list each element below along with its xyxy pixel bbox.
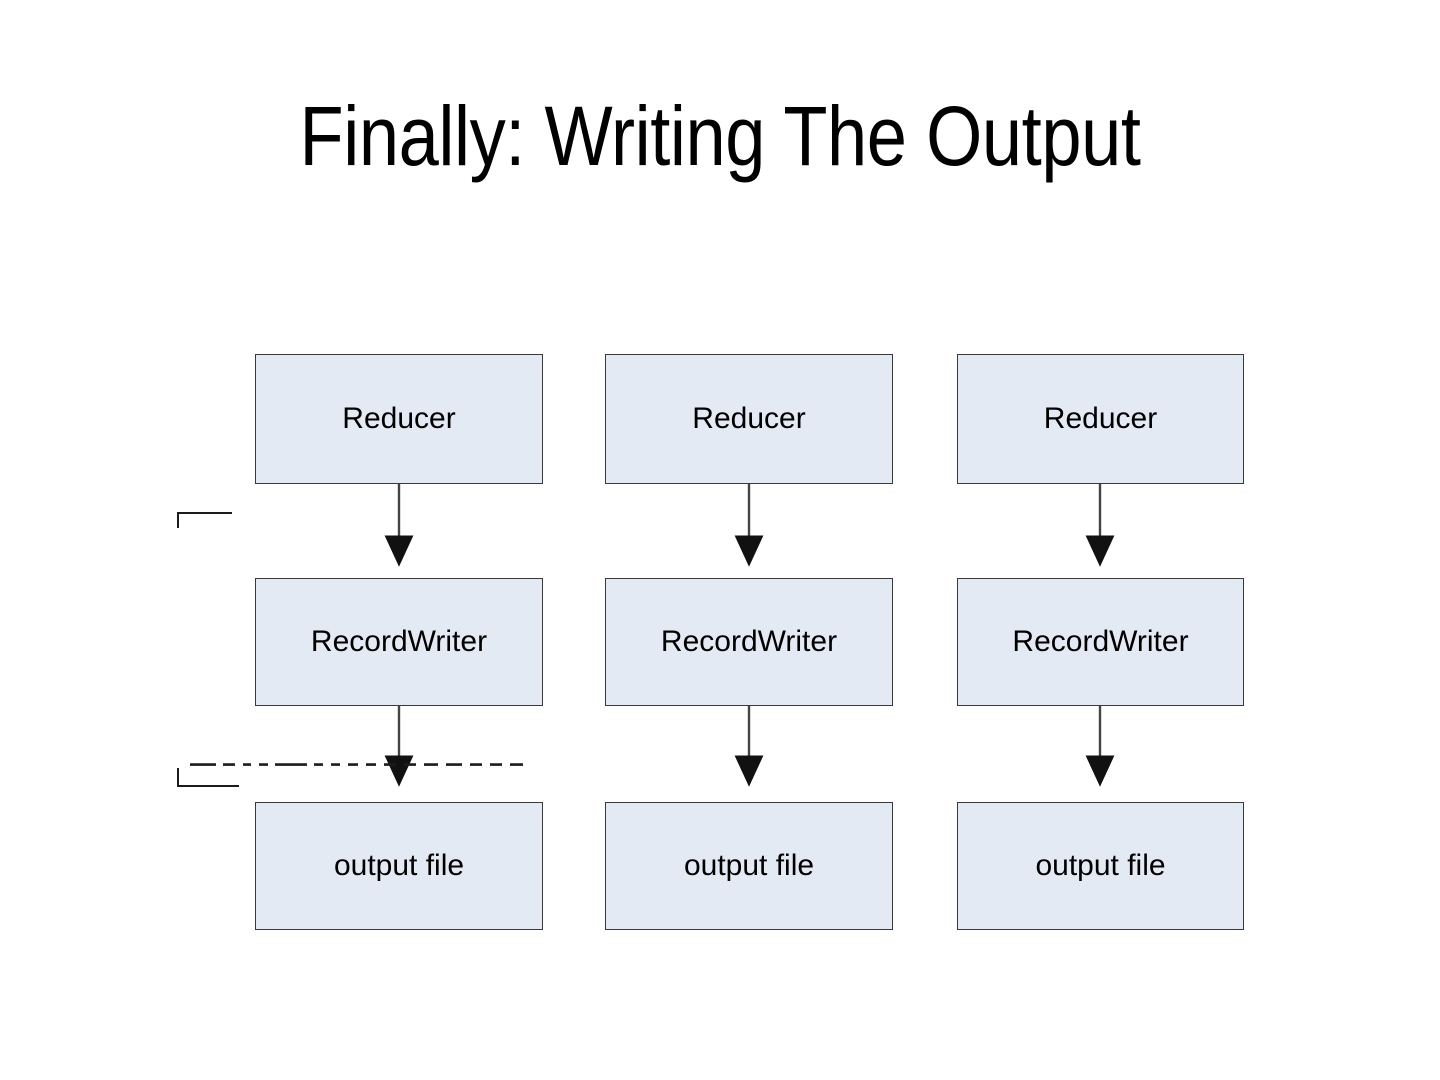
node-recordwriter-1[interactable]: RecordWriter bbox=[255, 578, 543, 706]
stray-dashed-stroke bbox=[190, 763, 523, 766]
node-outputfile-1[interactable]: output file bbox=[255, 802, 543, 930]
node-recordwriter-2[interactable]: RecordWriter bbox=[605, 578, 893, 706]
node-outputfile-3[interactable]: output file bbox=[957, 802, 1244, 930]
node-outputfile-2[interactable]: output file bbox=[605, 802, 893, 930]
stray-bracket-bottom-vertical bbox=[177, 768, 179, 787]
node-reducer-3[interactable]: Reducer bbox=[957, 354, 1244, 484]
node-recordwriter-3[interactable]: RecordWriter bbox=[957, 578, 1244, 706]
page-title: Finally: Writing The Output bbox=[299, 89, 1141, 183]
node-reducer-1[interactable]: Reducer bbox=[255, 354, 543, 484]
stray-bracket-top-horizontal bbox=[177, 512, 232, 514]
stray-bracket-top-vertical bbox=[177, 512, 179, 528]
node-reducer-2[interactable]: Reducer bbox=[605, 354, 893, 484]
stray-bracket-bottom-horizontal bbox=[177, 785, 239, 787]
